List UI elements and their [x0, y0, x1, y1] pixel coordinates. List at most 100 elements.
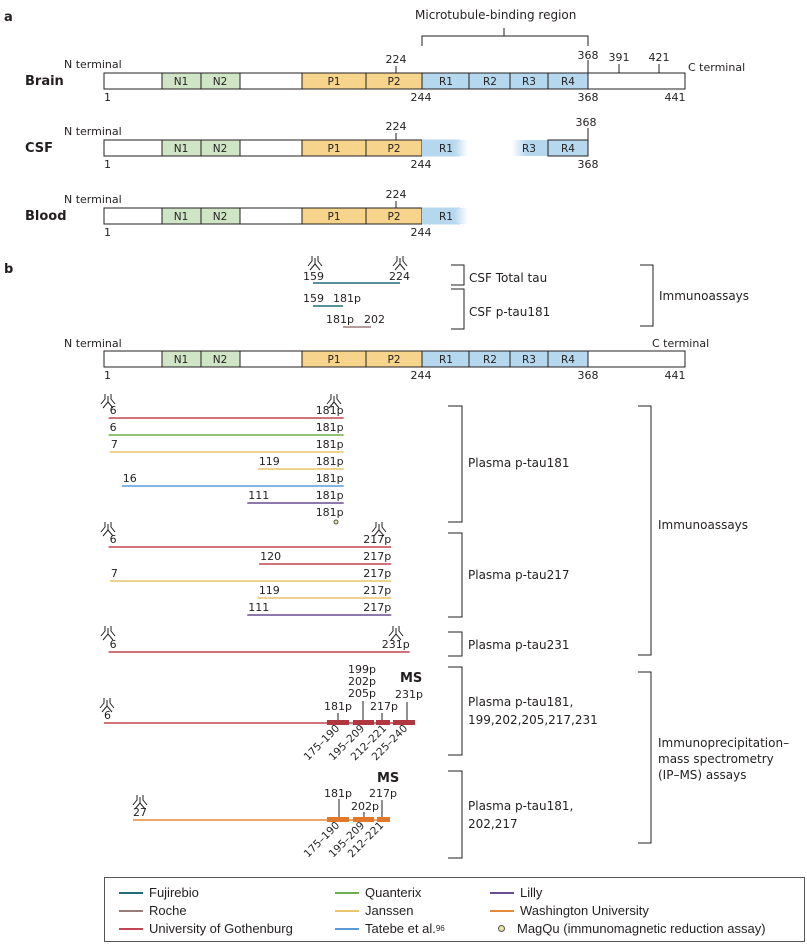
domain-label: N2 — [213, 76, 228, 88]
assay-start: 6 — [104, 709, 111, 722]
legend-label: Lilly — [520, 885, 543, 900]
legend-item-roche: Roche — [119, 903, 187, 918]
mark-label: 1 — [104, 226, 111, 239]
bracket-p181 — [448, 405, 463, 523]
assay-end: 231p — [382, 638, 410, 651]
mark-label: 421 — [649, 51, 670, 64]
assay-end: 217p — [363, 584, 391, 597]
mark-label: 224 — [386, 53, 407, 66]
fragment-bar — [376, 720, 390, 725]
legend-swatch — [335, 927, 359, 930]
assay-start: 119 — [259, 584, 280, 597]
site-label: 231p — [395, 688, 423, 701]
ms-assay-2: 27 MS 181p 202p 217p 175–190 195–209 212… — [132, 771, 399, 860]
domain-label: N1 — [174, 354, 189, 366]
assay-end: 181p — [316, 438, 344, 451]
legend-item-washu: Washington University — [490, 903, 649, 918]
legend-swatch — [119, 909, 143, 912]
group-label-p181: Plasma p-tau181 — [468, 456, 570, 470]
legend-swatch — [119, 891, 143, 894]
domain-label: N2 — [213, 143, 228, 155]
legend-swatch — [335, 909, 359, 912]
legend-item-tatebe: Tatebe et al.96 — [335, 921, 445, 936]
ms-assay-1: 6 MS 181p 199p 202p 205p 217p 231p 175–1… — [99, 663, 423, 763]
mark-label: 368 — [576, 116, 597, 129]
legend-item-quanterix: Quanterix — [335, 885, 421, 900]
group-label-ms2: Plasma p-tau181, — [468, 799, 573, 813]
domain-label: R1 — [439, 143, 453, 155]
assay-start: 159 — [303, 292, 324, 305]
legend-swatch — [335, 891, 359, 894]
mark-label: 368 — [578, 158, 599, 171]
immunoassays-label: Immunoassays — [658, 518, 748, 532]
assay-end: 181p — [333, 292, 361, 305]
panel-label-b: b — [4, 262, 13, 277]
legend-label: Tatebe et al. — [365, 921, 436, 936]
fragment-bar — [353, 817, 374, 822]
fragment-bar — [393, 720, 415, 725]
legend-item-janssen: Janssen — [335, 903, 413, 918]
c-terminal-label: C terminal — [688, 61, 745, 74]
domain-r4 — [547, 72, 589, 90]
assay-end: 181p — [316, 506, 344, 519]
assay-end: 181p — [316, 421, 344, 434]
assay-start: 6 — [110, 421, 117, 434]
legend: Fujirebio Roche University of Gothenburg… — [104, 877, 805, 942]
legend-label: University of Gothenburg — [149, 921, 293, 936]
domain-label: P2 — [387, 211, 400, 223]
microtubule-bracket — [421, 28, 589, 46]
group-label-p231: Plasma p-tau231 — [468, 638, 570, 652]
site-label: 202p — [351, 800, 379, 813]
assay-start: 159 — [303, 270, 324, 283]
ipms-label: Immunoprecipitation– — [658, 736, 789, 750]
csf-assays: 159 224 159 181p 181p 202 — [303, 255, 410, 328]
domain-label: P1 — [327, 143, 340, 155]
n-terminal-label: N terminal — [64, 337, 122, 350]
domain-label: R3 — [522, 354, 536, 366]
antibody-icon — [392, 255, 408, 271]
assay-start: 119 — [259, 455, 280, 468]
bracket-p217 — [448, 532, 463, 618]
assay-start: 6 — [110, 533, 117, 546]
mark-label: 244 — [411, 226, 432, 239]
assay-end: 181p — [316, 455, 344, 468]
fragment-bar — [353, 720, 374, 725]
bracket-p231 — [448, 631, 463, 657]
assay-start: 120 — [260, 550, 281, 563]
ipms-label: mass spectrometry — [658, 752, 774, 766]
domain-label: P2 — [387, 143, 400, 155]
site-label: 205p — [348, 687, 376, 700]
bracket-ms1 — [448, 666, 463, 756]
row-label-brain: Brain — [25, 74, 64, 89]
magqu-bead-icon — [333, 519, 339, 525]
mark-label: 441 — [665, 91, 686, 104]
immunoassays-bracket — [638, 405, 652, 656]
blood-row: Blood N terminal N1 N2 P1 P2 R1 224 1 24… — [25, 188, 468, 239]
site-label: 181p — [324, 700, 352, 713]
ipms-label: (IP–MS) assays — [658, 768, 747, 782]
csf-row: CSF N terminal N1 N2 P1 P2 R1 R3 R4 224 … — [25, 116, 599, 171]
domain-label: N1 — [174, 76, 189, 88]
site-label: 217p — [369, 787, 397, 800]
domain-label: R1 — [439, 354, 453, 366]
site-label: 202p — [348, 675, 376, 688]
fragment-bar — [327, 817, 349, 822]
brain-row: Brain N terminal C terminal N1 N2 P1 P2 … — [25, 49, 745, 104]
mark-label: 441 — [665, 369, 686, 382]
domain-label: R3 — [522, 76, 536, 88]
legend-swatch — [490, 891, 514, 894]
site-label: 181p — [324, 787, 352, 800]
domain-label: N2 — [213, 211, 228, 223]
ptau231-assays: 6 231p — [108, 638, 410, 653]
assay-start: 6 — [110, 638, 117, 651]
domain-label: P1 — [327, 211, 340, 223]
bracket-ms2 — [448, 770, 463, 859]
mark-label: 1 — [104, 369, 111, 382]
domain-label: R2 — [483, 76, 497, 88]
site-label: 199p — [348, 663, 376, 676]
mark-label: 224 — [386, 188, 407, 201]
group-label-csf-ptau181: CSF p-tau181 — [469, 305, 550, 319]
mark-label: 224 — [386, 120, 407, 133]
csf-group-brackets — [451, 264, 465, 330]
